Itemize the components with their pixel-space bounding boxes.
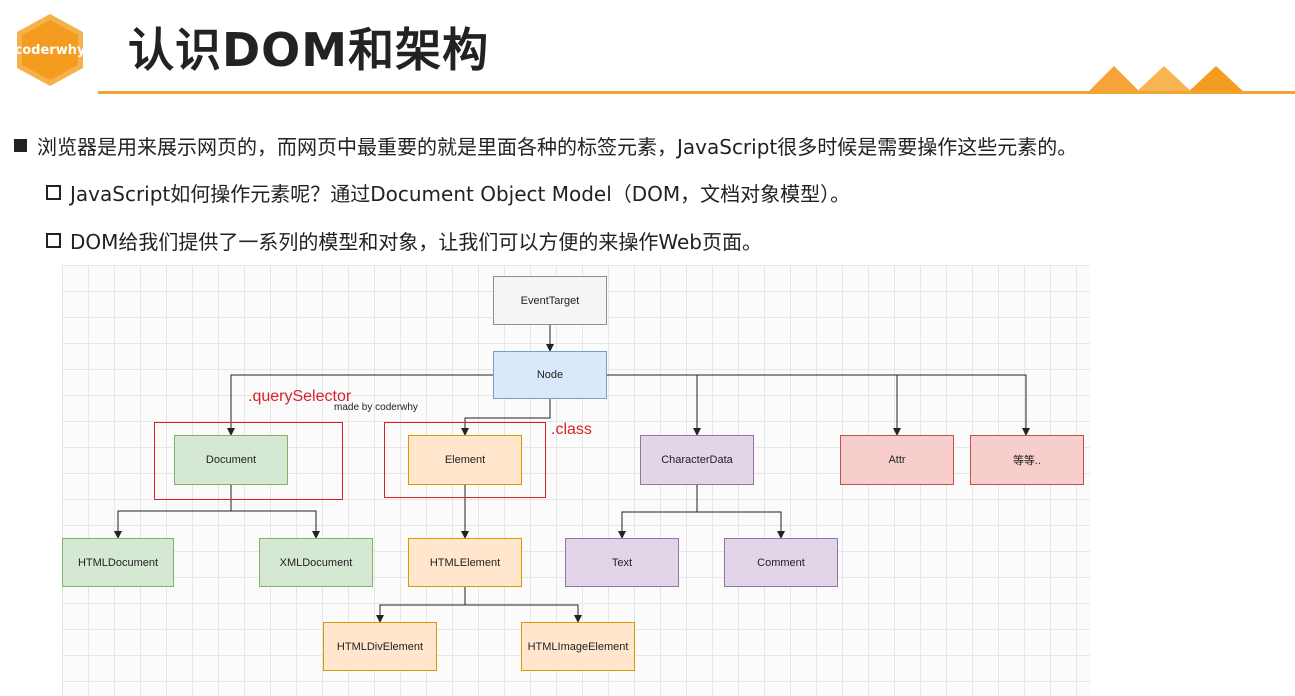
hollow-square-bullet-icon xyxy=(46,233,61,248)
class-annotation: .class xyxy=(551,421,592,438)
bullet-1-text: 浏览器是用来展示网页的，而网页中最重要的就是里面各种的标签元素，JavaScri… xyxy=(37,135,1078,159)
node-htmlelement: HTMLElement xyxy=(408,538,522,587)
bullet-2: JavaScript如何操作元素呢？通过Document Object Mode… xyxy=(46,178,850,207)
bullet-3: DOM给我们提供了一系列的模型和对象，让我们可以方便的来操作Web页面。 xyxy=(46,226,762,255)
node-node: Node xyxy=(493,351,607,399)
element-highlight-box xyxy=(384,422,546,498)
node-htmldocument: HTMLDocument xyxy=(62,538,174,587)
document-highlight-box xyxy=(154,422,343,500)
queryselector-annotation: .querySelector xyxy=(248,388,352,405)
node-characterdata: CharacterData xyxy=(640,435,754,485)
node-etc: 等等.. xyxy=(970,435,1084,485)
logo-text: coderwhy xyxy=(14,42,86,58)
node-comment: Comment xyxy=(724,538,838,587)
node-text: Text xyxy=(565,538,679,587)
filled-square-bullet-icon xyxy=(14,139,27,152)
node-htmlimageelement: HTMLImageElement xyxy=(521,622,635,671)
node-eventtarget: EventTarget xyxy=(493,276,607,325)
header-divider xyxy=(98,91,1295,94)
node-xmldocument: XMLDocument xyxy=(259,538,373,587)
connector-lines xyxy=(114,325,1030,623)
page-title: 认识DOM和架构 xyxy=(128,23,490,77)
node-htmldivelement: HTMLDivElement xyxy=(323,622,437,671)
node-document: Document xyxy=(174,435,288,485)
mountains-decoration-icon xyxy=(1086,60,1256,94)
coderwhy-logo: coderwhy xyxy=(12,12,88,88)
dom-hierarchy-diagram: EventTarget Node Document Element Charac… xyxy=(62,265,1090,696)
bullet-2-text: JavaScript如何操作元素呢？通过Document Object Mode… xyxy=(70,182,851,206)
node-element: Element xyxy=(408,435,522,485)
made-by-watermark: made by coderwhy xyxy=(334,402,418,413)
hollow-square-bullet-icon xyxy=(46,185,61,200)
logo-hexagon-icon xyxy=(17,14,83,86)
node-attr: Attr xyxy=(840,435,954,485)
bullet-1: 浏览器是用来展示网页的，而网页中最重要的就是里面各种的标签元素，JavaScri… xyxy=(14,131,1077,160)
bullet-3-text: DOM给我们提供了一系列的模型和对象，让我们可以方便的来操作Web页面。 xyxy=(70,230,763,254)
